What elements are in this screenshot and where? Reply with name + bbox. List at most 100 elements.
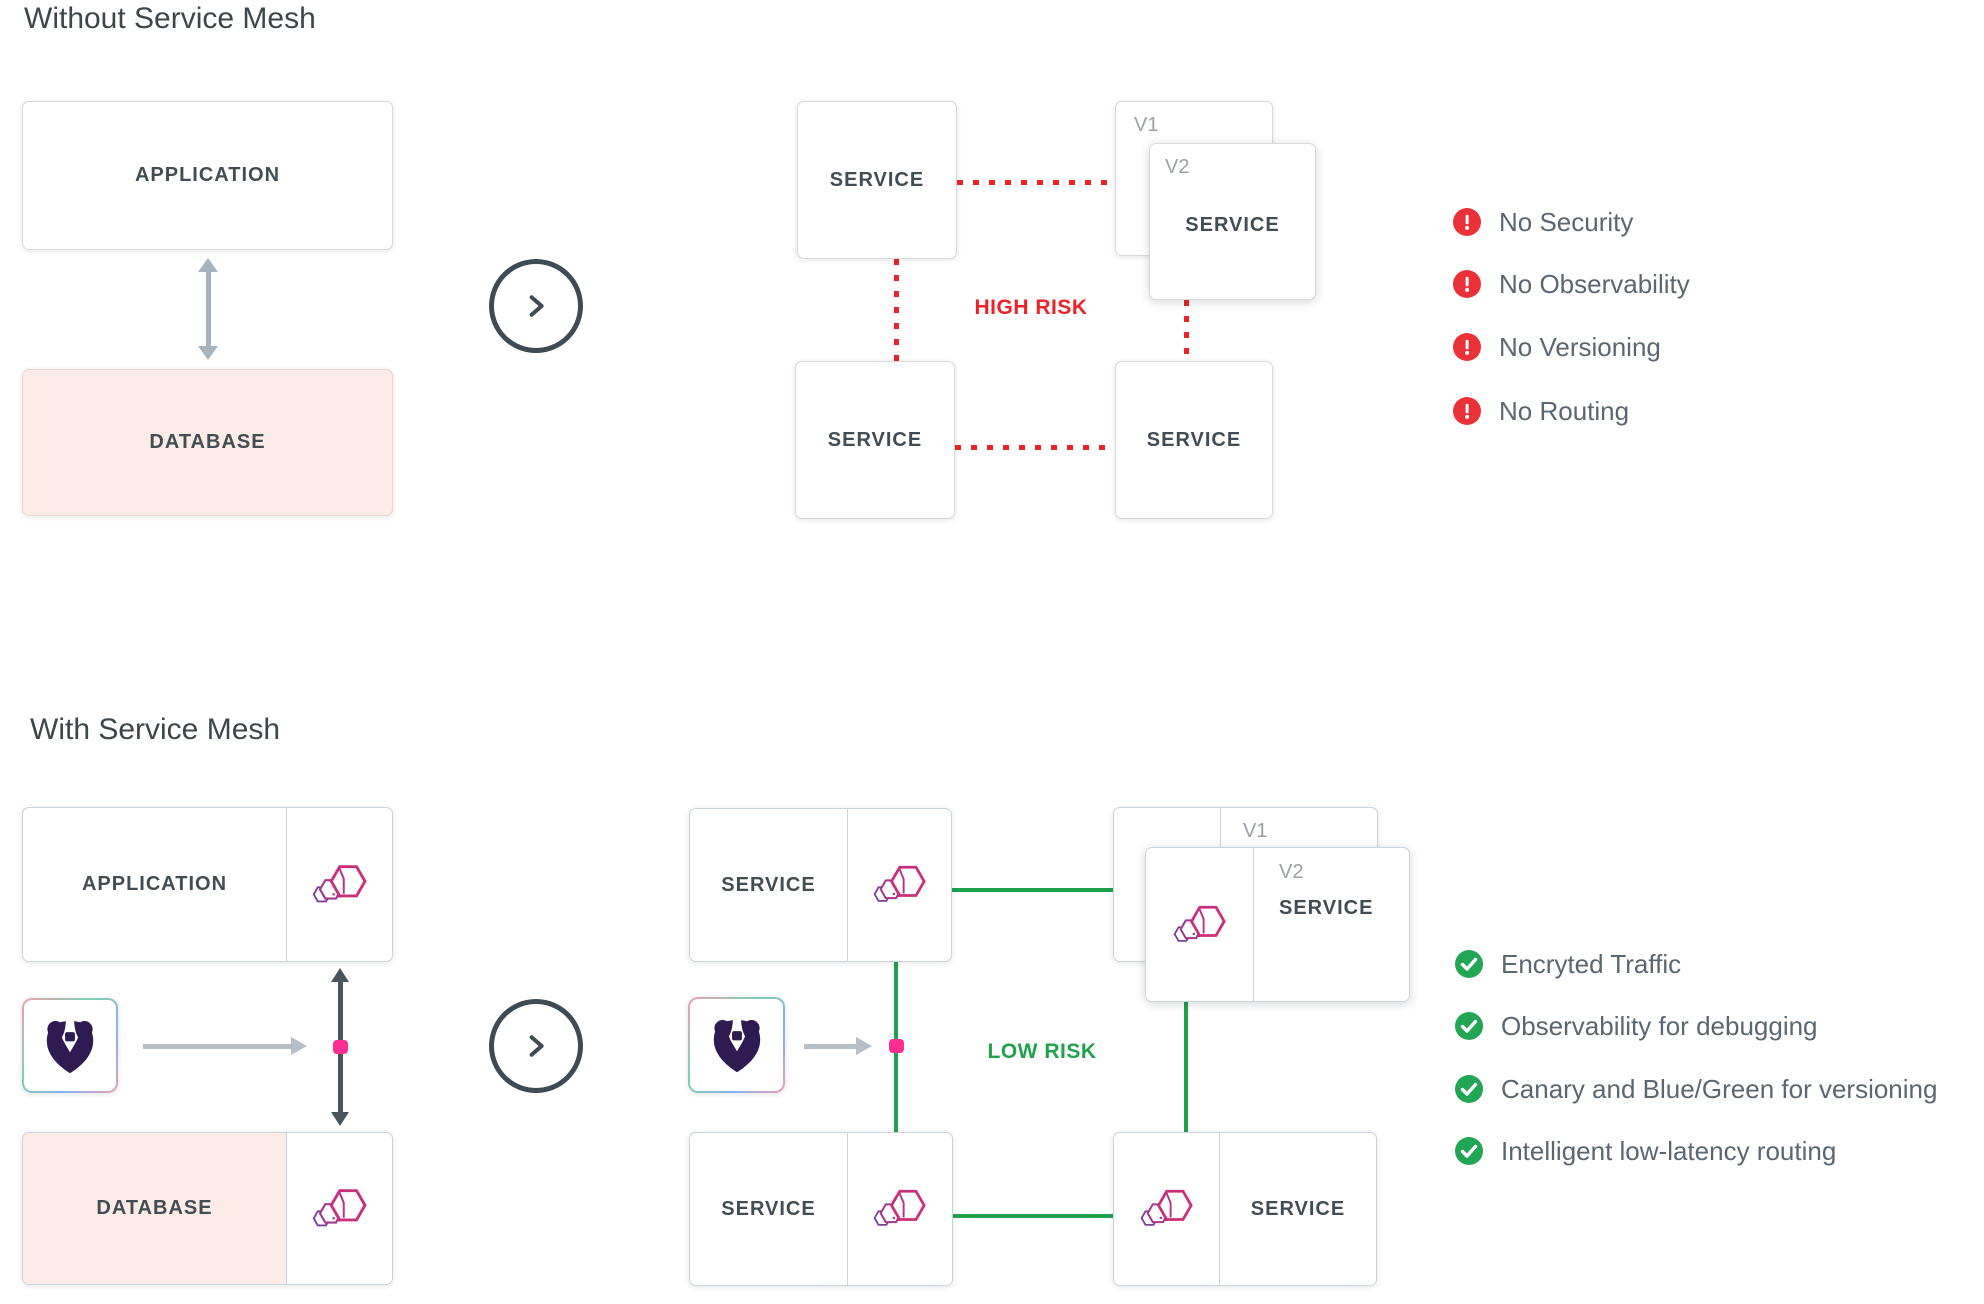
alert-icon [1453,208,1481,236]
arrow-up-icon [198,258,218,272]
benefit-item: Intelligent low-latency routing [1455,1137,1836,1165]
mesh-sidecar-icon [310,858,370,912]
issue-text: No Routing [1499,396,1630,426]
v2-label: V2 [1279,861,1304,883]
green-link-right [1184,1002,1188,1132]
alert-icon [1453,397,1481,425]
check-icon [1455,1137,1483,1165]
check-icon [1455,1012,1483,1040]
transition-circle [489,259,583,353]
dotted-link-left [894,259,899,361]
alert-icon [1453,270,1481,298]
service-label: SERVICE [721,873,816,896]
v1-label: V1 [1243,820,1268,842]
dotted-link-top [957,180,1115,185]
green-link-top [952,888,1113,892]
sidecar-section [1146,848,1253,1001]
arrow-down-icon [198,346,218,360]
proxy-dot [889,1039,904,1053]
control-plane-box [688,997,785,1093]
arrow-right-icon [856,1037,872,1055]
service-label: SERVICE [721,1197,816,1220]
application-label: APPLICATION [81,873,228,895]
benefit-item: Observability for debugging [1455,1012,1818,1040]
service-label: SERVICE [1279,897,1374,919]
service-mesh-box: SERVICE [1113,1132,1377,1286]
benefit-item: Canary and Blue/Green for versioning [1455,1075,1937,1103]
service-label: SERVICE [1250,1197,1346,1220]
service-section: V2 SERVICE [1253,848,1409,1001]
application-label: APPLICATION [134,164,281,186]
sidecar-section [286,1133,392,1284]
mesh-sidecar-icon [871,859,929,911]
mesh-sidecar-icon [1171,899,1229,951]
arrow-down-icon [331,1112,349,1126]
database-label: DATABASE [149,431,266,453]
database-mesh-box: DATABASE [22,1132,393,1285]
kuma-bear-icon [708,1016,766,1074]
high-risk-label: HIGH RISK [974,296,1088,319]
chevron-right-icon [521,291,551,321]
issue-text: No Versioning [1499,332,1661,362]
control-plane-link-line [143,1044,291,1049]
service-label: SERVICE [829,168,925,191]
section-title-with: With Service Mesh [30,713,281,746]
dotted-link-right [1184,300,1189,361]
chevron-right-icon [521,1031,551,1061]
service-label: SERVICE [827,428,923,451]
issue-item: No Versioning [1453,333,1661,361]
service-box: SERVICE [1115,361,1273,519]
proxy-up-line [338,982,343,1040]
service-section: SERVICE [690,1133,847,1285]
database-label: DATABASE [96,1197,213,1219]
application-mesh-box: APPLICATION [22,807,393,962]
sidecar-section [847,1133,952,1285]
control-plane-inner [24,1000,116,1091]
benefit-item: Encryted Traffic [1455,950,1681,978]
application-section: APPLICATION [23,808,286,961]
arrow-up-icon [331,968,349,982]
service-label: SERVICE [1185,214,1280,236]
benefit-text: Canary and Blue/Green for versioning [1501,1074,1938,1104]
sidecar-section [1114,1133,1220,1285]
database-box: DATABASE [22,369,393,516]
mesh-sidecar-icon [871,1183,929,1235]
benefit-text: Encryted Traffic [1501,949,1682,979]
service-v2-mesh-box: V2 SERVICE [1145,847,1410,1002]
benefit-text: Intelligent low-latency routing [1501,1136,1837,1166]
service-label: SERVICE [1146,428,1242,451]
control-plane-link-line [804,1044,856,1049]
transition-circle [489,999,583,1093]
low-risk-label: LOW RISK [987,1040,1097,1063]
dotted-link-bottom [955,445,1115,450]
control-plane-box [22,998,118,1093]
v1-label: V1 [1134,114,1159,136]
benefit-text: Observability for debugging [1501,1011,1818,1041]
issue-text: No Security [1499,207,1634,237]
service-section: SERVICE [690,809,847,961]
alert-icon [1453,333,1481,361]
mesh-sidecar-icon [1138,1183,1196,1235]
green-link-bottom [953,1214,1113,1218]
v2-label: V2 [1165,156,1190,178]
service-box: SERVICE [797,101,957,259]
issue-item: No Security [1453,208,1633,236]
proxy-dot [333,1040,348,1054]
service-mesh-box: SERVICE [689,1132,953,1286]
issue-text: No Observability [1499,269,1690,299]
kuma-bear-icon [41,1017,99,1075]
database-section: DATABASE [23,1133,286,1284]
application-box: APPLICATION [22,101,393,250]
check-icon [1455,1075,1483,1103]
sidecar-section [847,809,951,961]
app-db-link-line [206,271,211,347]
arrow-right-icon [291,1037,307,1055]
service-mesh-box: SERVICE [689,808,952,962]
service-box: SERVICE [795,361,955,519]
check-icon [1455,950,1483,978]
control-plane-inner [690,999,783,1091]
sidecar-section [286,808,392,961]
issue-item: No Observability [1453,270,1690,298]
service-section: SERVICE [1220,1133,1376,1285]
